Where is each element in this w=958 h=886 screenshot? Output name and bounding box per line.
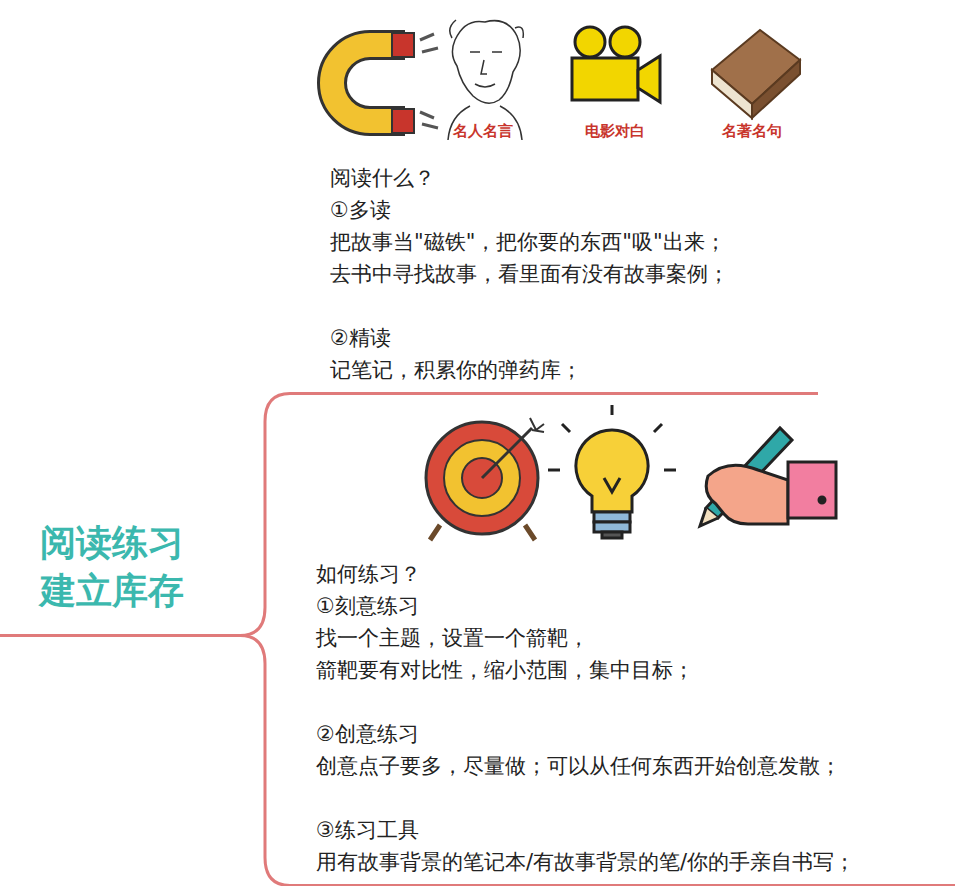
face-sketch-icon — [448, 20, 523, 140]
hand-pen-icon — [700, 428, 836, 526]
branch-box: 如何练习？①刻意练习找一个主题，设置一个箭靶，箭靶要有对比性，缩小范围，集中目标… — [290, 554, 955, 886]
camera-icon — [572, 27, 660, 102]
node-text: ①多读 — [330, 194, 818, 226]
node-text: ①刻意练习 — [316, 590, 955, 622]
node-text: ②创意练习 — [316, 718, 955, 750]
node-text: 找一个主题，设置一个箭靶， — [316, 622, 955, 654]
bulb-icon — [548, 405, 676, 538]
branch-box: 阅读什么？①多读把故事当"磁铁"，把你要的东西"吸"出来；去书中寻找故事，看里面… — [290, 160, 818, 395]
branch-connector — [240, 394, 290, 636]
icon-caption: 电影对白 — [585, 122, 645, 141]
branch-connector — [240, 636, 290, 886]
node-text: 把故事当"磁铁"，把你要的东西"吸"出来； — [330, 226, 818, 258]
icon-caption: 名著名句 — [722, 122, 782, 141]
node-text: 记笔记，积累你的弹药库； — [330, 354, 818, 386]
root-topic: 阅读练习 建立库存 — [0, 515, 240, 637]
target-icon — [426, 418, 544, 540]
node-text: 去书中寻找故事，看里面有没有故事案例； — [330, 258, 818, 290]
node-heading: 阅读练习 建立库存 — [40, 519, 200, 615]
node-heading: 阅读什么？ — [330, 162, 818, 194]
book-icon — [712, 30, 800, 118]
node-text: ③练习工具 — [316, 814, 955, 846]
node-text: 箭靶要有对比性，缩小范围，集中目标； — [316, 654, 955, 686]
magnet-icon — [332, 33, 438, 133]
node-text: 用有故事背景的笔记本/有故事背景的笔/你的手亲自书写； — [316, 846, 955, 878]
node-text: ②精读 — [330, 322, 818, 354]
icon-caption: 名人名言 — [453, 122, 513, 141]
node-text: 创意点子要多，尽量做；可以从任何东西开始创意发散； — [316, 750, 955, 782]
node-heading: 如何练习？ — [316, 558, 955, 590]
